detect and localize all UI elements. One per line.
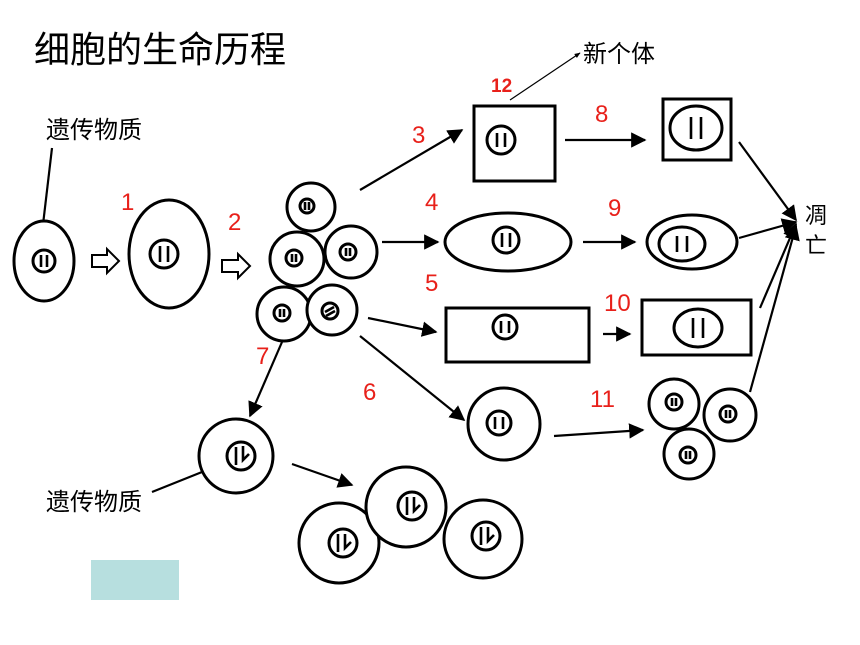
arrow-apoptosis-from-oval — [738, 218, 798, 240]
step-number-5: 5 — [425, 270, 438, 297]
step-number-8: 8 — [595, 101, 608, 128]
arrow-step-6 — [359, 335, 466, 421]
arrow-step-3 — [359, 129, 464, 191]
arrow-step-5 — [367, 316, 438, 337]
step-number-10: 10 — [604, 290, 631, 317]
cell-square-aging — [661, 97, 733, 162]
step-number-7: 7 — [256, 343, 269, 370]
teal-legend-box — [91, 560, 179, 600]
arrow-step-11 — [553, 423, 645, 439]
step-number-11: 11 — [590, 386, 615, 413]
arrow-apoptosis-from-rect — [758, 222, 798, 309]
cell-oval-differentiated — [443, 211, 573, 273]
cell-grown — [127, 198, 211, 310]
step-number-4: 4 — [425, 189, 438, 216]
step-number-9: 9 — [608, 195, 621, 222]
label-apoptosis-char-1: 凋 — [805, 204, 827, 229]
cell-rect-differentiated — [444, 306, 591, 364]
label-apoptosis-char-2: 亡 — [805, 234, 827, 259]
hollow-arrow-growth — [91, 246, 121, 276]
step-number-12: 12 — [491, 76, 512, 97]
arrow-step-7 — [248, 341, 284, 418]
label-genetic-material-bottom: 遗传物质 — [46, 488, 142, 516]
cell-cluster-divided — [255, 181, 379, 343]
step-number-3: 3 — [412, 122, 425, 149]
cell-mutated — [197, 417, 275, 495]
arrow-mutated-proliferation — [291, 462, 354, 488]
cell-original — [12, 219, 76, 303]
diagram-title: 细胞的生命历程 — [34, 30, 286, 71]
cell-cluster-mutated — [297, 465, 524, 585]
cell-cluster-proliferated — [647, 377, 758, 481]
cell-square-differentiated — [472, 104, 557, 183]
hollow-arrow-division — [221, 251, 252, 281]
cell-rect-aging — [640, 298, 753, 357]
arrow-apoptosis-from-cluster — [748, 224, 800, 393]
label-genetic-material-top: 遗传物质 — [46, 116, 142, 144]
step-number-2: 2 — [228, 209, 241, 236]
cell-oval-aging — [645, 213, 739, 271]
cell-round-differentiated — [466, 386, 542, 462]
label-new-individual: 新个体 — [583, 40, 655, 68]
step-number-6: 6 — [363, 379, 376, 406]
step-number-1: 1 — [121, 189, 134, 216]
arrow-apoptosis-from-square — [738, 141, 797, 222]
leader-line-new-individual — [509, 52, 581, 101]
